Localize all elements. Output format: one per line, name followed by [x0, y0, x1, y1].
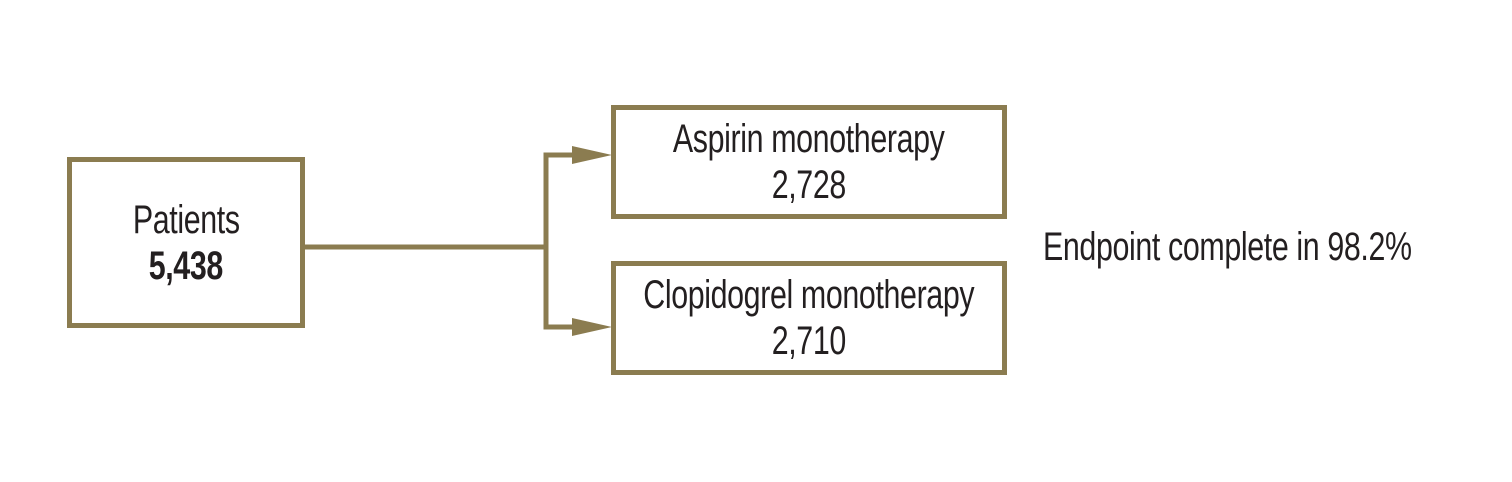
- branch-label-line: Clopidogrel monotherapy: [591, 272, 1026, 318]
- patients-label-line: Patients: [116, 197, 257, 243]
- branch-value-line: 2,728: [760, 162, 858, 208]
- patients-value: 5,438: [148, 243, 224, 288]
- branch-label: Clopidogrel monotherapy: [643, 273, 975, 317]
- patients-label: Patients: [132, 197, 240, 242]
- branch-label-line: Aspirin monotherapy: [630, 116, 987, 162]
- arrowhead-right-icon: [572, 146, 612, 164]
- branch-value: 2,728: [771, 163, 847, 207]
- patients-value-line: 5,438: [137, 243, 235, 289]
- arrowhead-right-icon: [572, 318, 612, 336]
- branch-box-aspirin: Aspirin monotherapy 2,728: [611, 105, 1007, 219]
- branch-value-line: 2,710: [760, 318, 858, 364]
- endpoint-annotation: Endpoint complete in 98.2%: [1043, 225, 1412, 269]
- branch-value: 2,710: [771, 319, 847, 363]
- patients-box: Patients 5,438: [67, 157, 305, 328]
- branch-label: Aspirin monotherapy: [673, 117, 945, 161]
- branch-box-clopidogrel: Clopidogrel monotherapy 2,710: [611, 261, 1007, 375]
